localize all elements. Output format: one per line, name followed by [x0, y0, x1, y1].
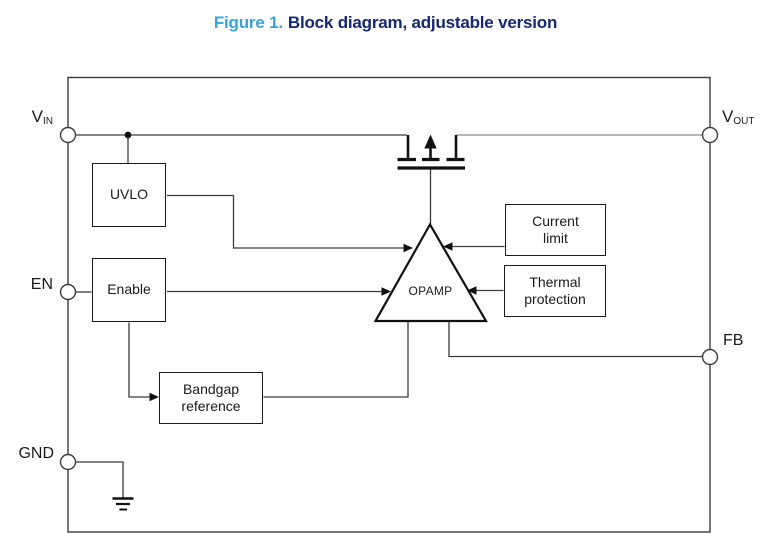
gnd-pin-circle: [59, 453, 77, 471]
vin-pin-label: VIN: [0, 107, 53, 127]
uvlo-block: UVLO: [92, 163, 166, 227]
vin-pin-circle: [59, 126, 77, 144]
opamp-label: OPAMP: [408, 284, 453, 298]
wire-uvlo-to-opamp: [167, 194, 404, 249]
bandgap-block-label-line1: Bandgap: [182, 380, 240, 397]
mosfet-bulk-arrow-head: [424, 134, 437, 149]
opamp-triangle: [373, 222, 488, 323]
wire-bandgap-to-opamp: [263, 321, 409, 398]
fb-pin-label: FB: [723, 332, 744, 349]
en-pin-circle: [59, 283, 77, 301]
en-pin-label: EN: [30, 276, 53, 293]
arrow-uvlo-in-icon: [403, 243, 413, 253]
vout-pin-label: VOUT: [722, 107, 754, 127]
vout-pin-label-subscript: OUT: [733, 116, 755, 127]
thermal-protection-block: Thermal protection: [504, 265, 606, 317]
gnd-pin-label: GND: [18, 445, 54, 462]
bandgap-block-label-line2: reference: [181, 398, 241, 414]
pin-terminals: [59, 126, 719, 471]
pass-transistor-icon: [397, 134, 465, 170]
figure-caption: Block diagram, adjustable version: [287, 13, 558, 32]
vin-pin-label-subscript: IN: [43, 116, 53, 127]
fb-pin-circle: [701, 348, 719, 366]
arrow-enable-in-icon: [381, 287, 391, 296]
arrow-bandgap-in-icon: [149, 392, 159, 402]
vout-pin-label-base: V: [722, 107, 734, 126]
arrowheads: [149, 242, 477, 402]
current-limit-block: Current limit: [505, 204, 606, 256]
enable-block: Enable: [92, 258, 166, 322]
figure-number-label: Figure 1.: [213, 13, 283, 32]
enable-block-label: Enable: [107, 281, 151, 298]
wire-enable-to-bandgap: [128, 322, 150, 398]
bandgap-reference-block: Bandgap reference: [159, 372, 263, 424]
vout-pin-circle: [701, 126, 719, 144]
wires: [75, 134, 703, 498]
ic-boundary-box: [67, 76, 711, 533]
figure-title: Figure 1.Block diagram, adjustable versi…: [0, 13, 771, 33]
current-limit-block-label-line1: Current: [532, 212, 579, 229]
current-limit-block-label-line2: limit: [543, 230, 568, 246]
ground-symbol-icon: [112, 497, 134, 511]
vin-pin-label-base: V: [31, 107, 43, 126]
thermal-block-label-line1: Thermal: [529, 273, 581, 290]
vin-junction-dot: [124, 131, 132, 139]
thermal-block-label-line2: protection: [524, 291, 586, 307]
arrow-thermal-in-icon: [467, 286, 477, 295]
arrow-currentlimit-in-icon: [443, 242, 453, 251]
wire-opamp-to-fb: [448, 321, 703, 358]
wire-gnd: [75, 461, 124, 498]
uvlo-block-label: UVLO: [109, 186, 149, 203]
